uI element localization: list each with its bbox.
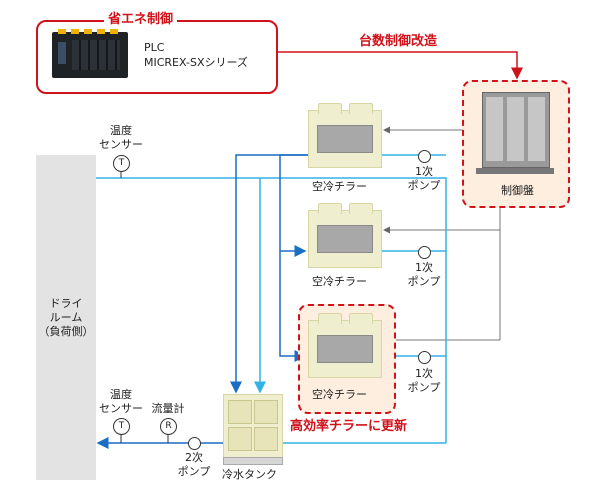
chiller-3 bbox=[308, 313, 382, 378]
primary-pump-3-label-1: 1次 bbox=[415, 367, 433, 380]
plc-series-label: MICREX-SXシリーズ bbox=[144, 56, 248, 69]
chilled-water-tank-label: 冷水タンク bbox=[222, 468, 277, 481]
retrofit-line bbox=[276, 51, 523, 80]
temp-sensor-top-label-1: 温度 bbox=[110, 124, 132, 137]
upgrade-label: 高効率チラーに更新 bbox=[288, 419, 410, 435]
temp-sensor-bottom-label-2: センサー bbox=[99, 402, 143, 415]
flowmeter: R bbox=[160, 418, 177, 435]
dry-room-label-3: （負荷側） bbox=[38, 325, 94, 338]
temp-sensor-bottom: T bbox=[113, 418, 130, 435]
primary-pump-2-label-1: 1次 bbox=[415, 261, 433, 274]
control-panel-label: 制御盤 bbox=[501, 184, 534, 197]
chiller-2-label: 空冷チラー bbox=[312, 275, 367, 288]
control-panel-cabinet bbox=[482, 92, 550, 168]
chiller-3-label: 空冷チラー bbox=[312, 388, 367, 401]
primary-pump-3-icon bbox=[418, 351, 431, 364]
retrofit-label: 台数制御改造 bbox=[355, 34, 442, 50]
chiller-2 bbox=[308, 203, 382, 268]
chilled-water-tank-base bbox=[223, 457, 283, 465]
control-panel-base bbox=[476, 168, 554, 174]
primary-pump-1-icon bbox=[418, 150, 431, 163]
supply-pipe-right bbox=[279, 154, 308, 362]
plc-label: PLC bbox=[144, 41, 165, 54]
plc-device-image bbox=[52, 29, 128, 78]
primary-pump-2-icon bbox=[418, 246, 431, 259]
secondary-pump-icon bbox=[188, 437, 201, 450]
dry-room bbox=[36, 155, 96, 480]
temp-sensor-bottom-label-1: 温度 bbox=[110, 388, 132, 401]
chilled-water-tank bbox=[223, 394, 283, 458]
energy-control-title: 省エネ制御 bbox=[104, 12, 178, 28]
dry-room-label-2: ルーム bbox=[49, 311, 83, 324]
secondary-pump-label-2: ポンプ bbox=[177, 465, 211, 478]
dry-room-label-1: ドライ bbox=[49, 297, 83, 310]
chiller-1-label: 空冷チラー bbox=[312, 180, 367, 193]
primary-pump-2-label-2: ポンプ bbox=[407, 275, 441, 288]
chiller-1 bbox=[308, 103, 382, 168]
primary-pump-3-label-2: ポンプ bbox=[407, 381, 441, 394]
temp-sensor-top-label-2: センサー bbox=[99, 138, 143, 151]
temp-sensor-top: T bbox=[113, 155, 130, 172]
primary-pump-1-label-1: 1次 bbox=[415, 165, 433, 178]
primary-pump-1-label-2: ポンプ bbox=[407, 179, 441, 192]
return-pipe-top bbox=[96, 177, 447, 443]
flowmeter-label: 流量計 bbox=[151, 402, 185, 415]
secondary-pump-label-1: 2次 bbox=[185, 451, 203, 464]
